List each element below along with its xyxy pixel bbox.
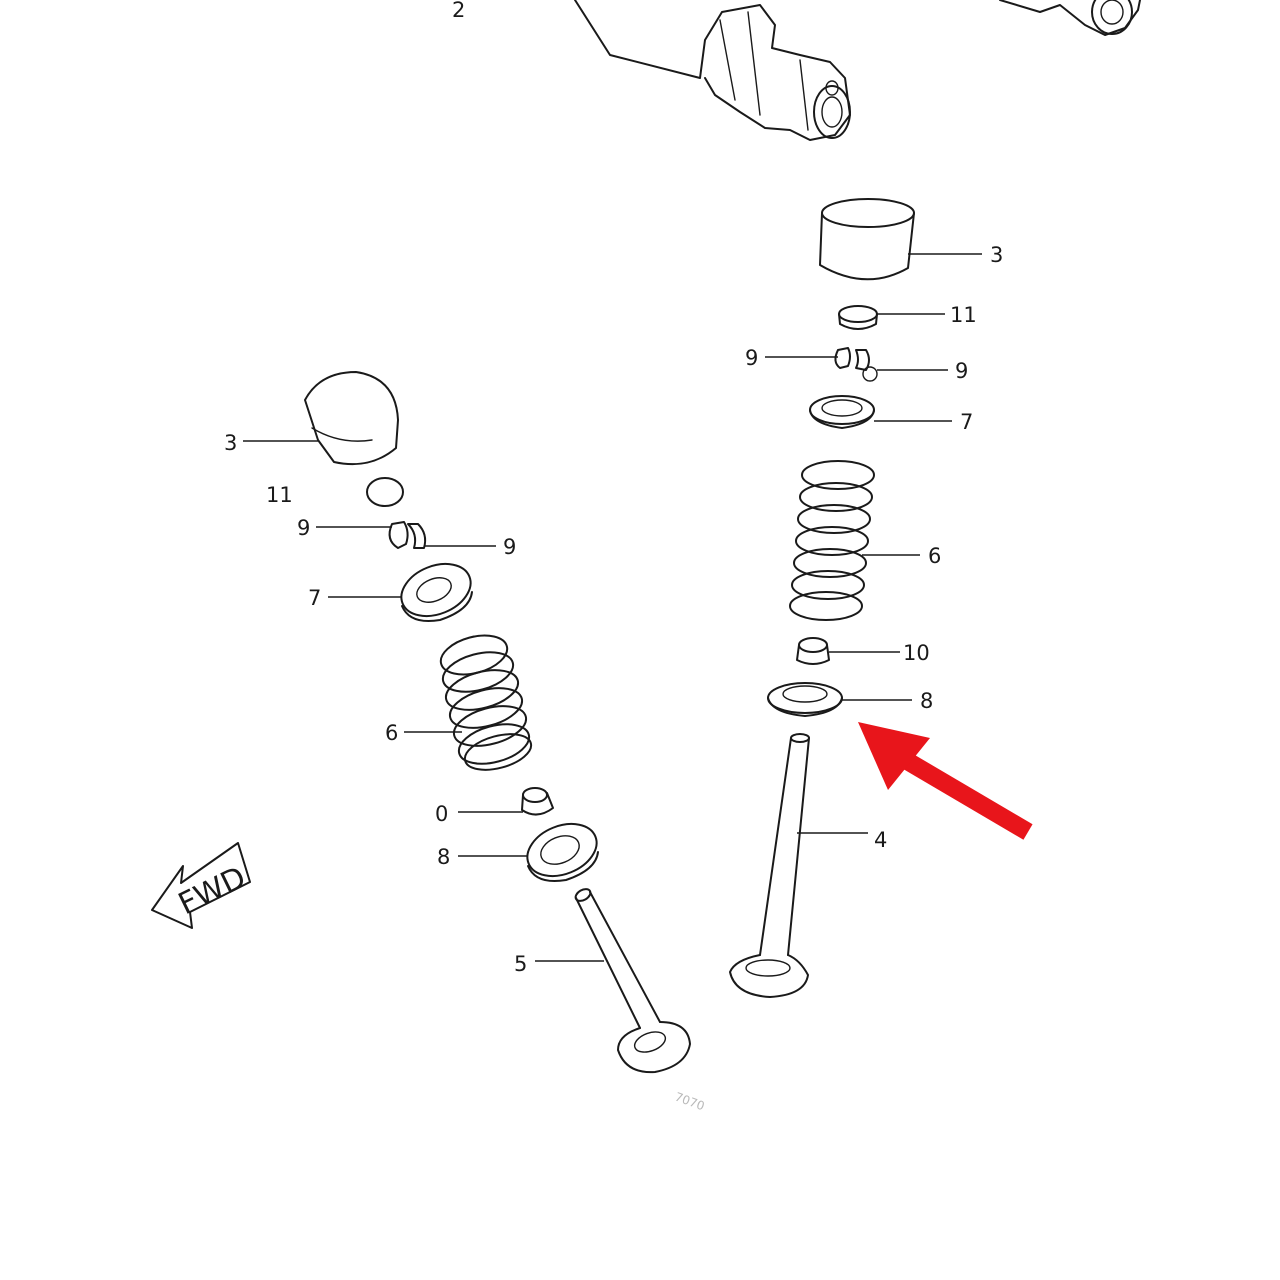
retainer-left	[400, 562, 473, 622]
callout-tappet-right: 3	[990, 243, 1003, 267]
camshaft-exhaust	[574, 0, 851, 141]
spring-right	[789, 460, 875, 621]
watermark-text: 7070	[673, 1090, 706, 1114]
callout-seat-right: 8	[920, 689, 933, 713]
callout-cotter-right-a: 9	[745, 346, 758, 370]
valve-seal-right	[796, 637, 830, 665]
fwd-arrow-icon: FWD	[151, 842, 251, 929]
valve-seal-left	[521, 787, 554, 816]
callout-spring-right: 6	[928, 544, 941, 568]
callout-cotter-left-b: 9	[503, 535, 516, 559]
camshaft-intake	[999, 0, 1141, 36]
cotter-left	[388, 521, 427, 549]
spring-left	[439, 634, 533, 771]
callout-seal-right: 10	[903, 641, 930, 665]
callout-camshaft: 2	[452, 0, 465, 22]
callout-cotter-left-a: 9	[297, 516, 310, 540]
shim-right	[838, 305, 878, 330]
callout-seat-left: 8	[437, 845, 450, 869]
callout-retainer-right: 7	[960, 410, 973, 434]
shim-left	[366, 477, 404, 507]
spring-seat-right	[767, 682, 843, 717]
valve-left	[574, 888, 691, 1074]
callout-valve-right: 4	[874, 828, 887, 852]
callout-retainer-left: 7	[308, 586, 321, 610]
callout-tappet-left: 3	[224, 431, 237, 455]
tappet-right	[819, 198, 915, 281]
retainer-right	[809, 395, 875, 429]
callout-cotter-right-b: 9	[955, 359, 968, 383]
fwd-label: FWD	[173, 860, 251, 922]
cotter-right	[834, 347, 878, 382]
spring-seat-left	[526, 822, 599, 882]
callout-shim-left: 11	[266, 483, 293, 507]
callout-shim-right: 11	[950, 303, 977, 327]
valve-right	[729, 733, 810, 998]
tappet-left	[304, 371, 399, 466]
callout-valve-left: 5	[514, 952, 527, 976]
callout-seal-left: 0	[435, 802, 448, 826]
highlight-arrow	[858, 722, 1033, 840]
callout-spring-left: 6	[385, 721, 398, 745]
